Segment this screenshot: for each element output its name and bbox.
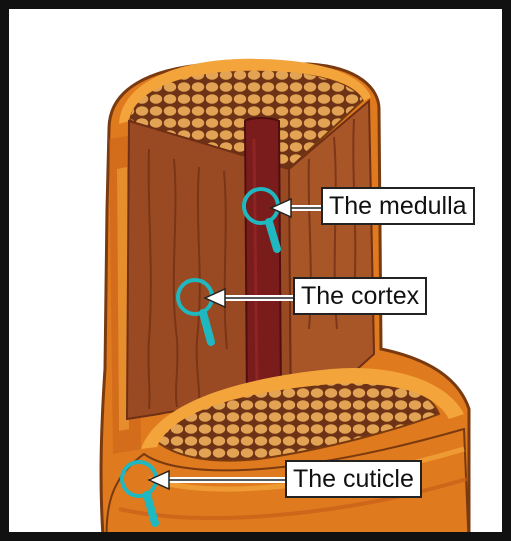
label-cortex: The cortex (293, 277, 427, 315)
label-cuticle: The cuticle (285, 460, 422, 498)
medulla-core (245, 118, 281, 408)
label-medulla: The medulla (321, 187, 475, 225)
hair-diagram (9, 9, 511, 541)
